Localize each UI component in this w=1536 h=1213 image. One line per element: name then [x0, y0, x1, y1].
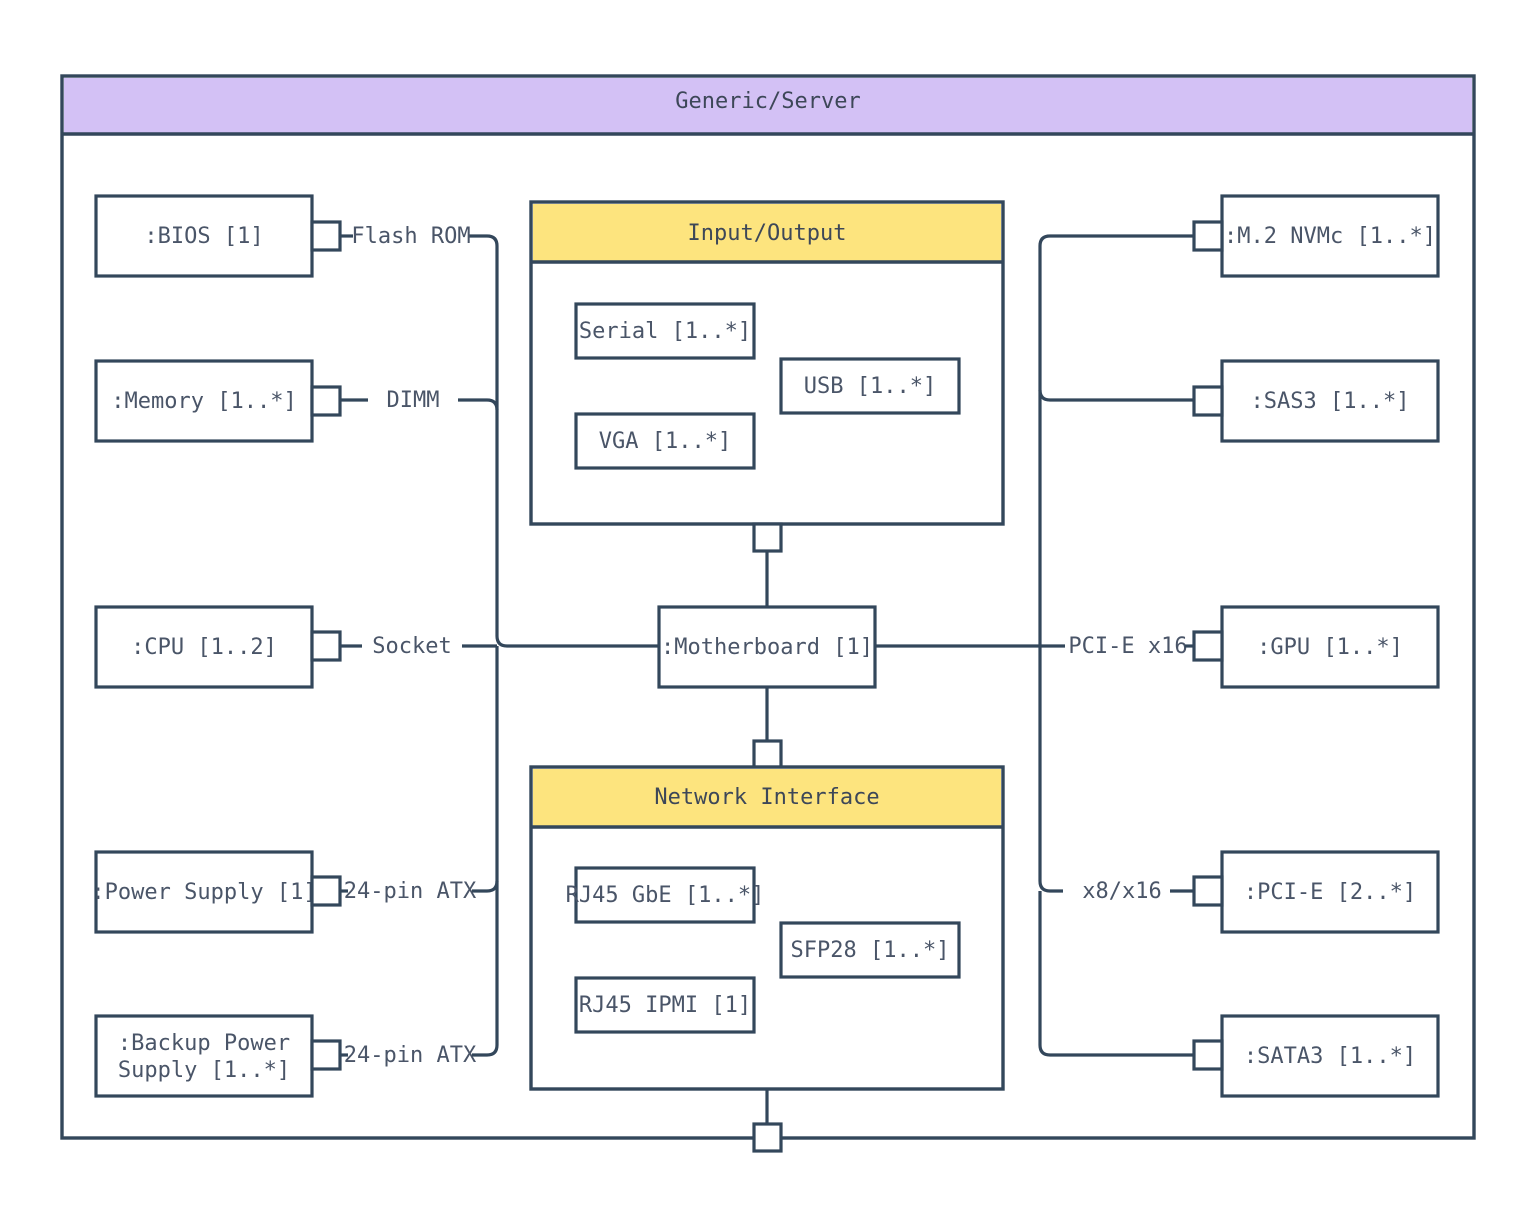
- node-m2-nvmc[interactable]: :M.2 NVMc [1..*]: [1192, 194, 1440, 278]
- node-cpu-label: :CPU [1..2]: [131, 635, 277, 660]
- node-rj45-ipmi-box[interactable]: [574, 976, 756, 1034]
- node-vga[interactable]: VGA [1..*]: [574, 412, 756, 470]
- package-input-output: Input/Output Serial [1..*] USB [1..*] VG…: [529, 200, 1005, 526]
- node-sfp28-box[interactable]: [779, 921, 961, 979]
- node-memory[interactable]: :Memory [1..*]: [94, 359, 368, 443]
- node-backup-power-supply-label-line2: Supply [1..*]: [118, 1058, 290, 1083]
- node-sfp28-label: SFP28 [1..*]: [791, 938, 950, 963]
- node-sas3[interactable]: :SAS3 [1..*]: [1192, 359, 1440, 443]
- package-network-interface-header-fill: [533, 769, 1001, 826]
- package-input-output-header-fill: [533, 204, 1001, 261]
- port-pcie[interactable]: [1192, 875, 1224, 907]
- node-vga-label: VGA [1..*]: [599, 429, 731, 454]
- port-sata3[interactable]: [1192, 1039, 1224, 1071]
- node-rj45-gbe[interactable]: RJ45 GbE [1..*]: [566, 866, 765, 924]
- edge-label-socket: Socket: [372, 634, 451, 659]
- node-sata3[interactable]: :SATA3 [1..*]: [1192, 1014, 1440, 1098]
- port-gpu[interactable]: [1192, 630, 1224, 662]
- link-backup-psu-to-bus: [472, 1044, 499, 1057]
- link-bus-to-pcie: [1038, 646, 1063, 893]
- package-generic-server-title: Generic/Server: [675, 89, 860, 114]
- right-bus: [1038, 234, 1208, 1057]
- link-psu-to-bus: [472, 880, 499, 893]
- node-rj45-gbe-label: RJ45 GbE [1..*]: [566, 883, 765, 908]
- edge-label-atx-psu: 24-pin ATX: [344, 879, 477, 904]
- port-m2-nvmc[interactable]: [1192, 220, 1224, 252]
- node-rj45-gbe-box[interactable]: [574, 866, 756, 924]
- node-sata3-box[interactable]: [1220, 1014, 1440, 1098]
- node-power-supply-box[interactable]: [94, 850, 314, 934]
- package-network-interface: Network Interface RJ45 GbE [1..*] SFP28 …: [529, 765, 1005, 1091]
- port-sas3[interactable]: [1192, 385, 1224, 417]
- link-bus-to-sata3: [1038, 891, 1193, 1057]
- node-power-supply[interactable]: :Power Supply [1]: [91, 850, 348, 934]
- node-cpu-box[interactable]: [94, 605, 314, 689]
- link-bus-to-motherboard: [495, 635, 659, 648]
- node-sas3-box[interactable]: [1220, 359, 1440, 443]
- node-bios-label: :BIOS [1]: [144, 224, 263, 249]
- package-network-interface-title: Network Interface: [654, 785, 879, 810]
- left-bus: [458, 234, 659, 1057]
- node-memory-box[interactable]: [94, 359, 314, 443]
- node-rj45-ipmi[interactable]: RJ45 IPMI [1]: [574, 976, 756, 1034]
- node-m2-nvmc-box[interactable]: [1220, 194, 1440, 278]
- node-backup-power-supply[interactable]: :Backup Power Supply [1..*]: [94, 1014, 348, 1098]
- node-gpu-label: :GPU [1..*]: [1257, 635, 1403, 660]
- node-pcie[interactable]: :PCI-E [2..*]: [1192, 850, 1440, 934]
- node-pcie-box[interactable]: [1220, 850, 1440, 934]
- node-serial[interactable]: Serial [1..*]: [574, 302, 756, 360]
- node-rj45-ipmi-label: RJ45 IPMI [1]: [579, 993, 751, 1018]
- node-sas3-label: :SAS3 [1..*]: [1251, 389, 1410, 414]
- node-gpu[interactable]: :GPU [1..*]: [1192, 605, 1440, 689]
- node-serial-label: Serial [1..*]: [579, 319, 751, 344]
- node-motherboard[interactable]: :Motherboard [1]: [657, 605, 877, 689]
- node-sata3-label: :SATA3 [1..*]: [1244, 1044, 1416, 1069]
- node-m2-nvmc-label: :M.2 NVMc [1..*]: [1224, 224, 1436, 249]
- node-motherboard-label: :Motherboard [1]: [661, 635, 873, 660]
- port-memory[interactable]: [310, 385, 342, 417]
- node-memory-label: :Memory [1..*]: [111, 389, 296, 414]
- node-bios[interactable]: :BIOS [1]: [94, 194, 353, 278]
- node-pcie-label: :PCI-E [2..*]: [1244, 880, 1416, 905]
- port-io-bottom[interactable]: [752, 522, 783, 553]
- port-network-top[interactable]: [752, 739, 783, 770]
- edge-label-flash-rom: Flash ROM: [351, 224, 470, 249]
- port-bios[interactable]: [310, 220, 342, 252]
- node-sfp28[interactable]: SFP28 [1..*]: [779, 921, 961, 979]
- edge-label-dimm: DIMM: [387, 388, 440, 413]
- package-input-output-title: Input/Output: [688, 221, 847, 246]
- edge-label-pcie-x16: PCI-E x16: [1068, 634, 1187, 659]
- node-vga-box[interactable]: [574, 412, 756, 470]
- node-serial-box[interactable]: [574, 302, 756, 360]
- link-bus-to-m2nvmc: [1038, 234, 1208, 646]
- edge-label-x8-x16: x8/x16: [1082, 879, 1161, 904]
- node-power-supply-label: :Power Supply [1]: [91, 880, 316, 905]
- node-backup-power-supply-box[interactable]: [94, 1014, 314, 1098]
- node-usb[interactable]: USB [1..*]: [779, 357, 961, 415]
- port-server-boundary-bottom[interactable]: [752, 1122, 783, 1153]
- node-cpu[interactable]: :CPU [1..2]: [94, 605, 362, 689]
- port-cpu[interactable]: [310, 630, 342, 662]
- edge-label-atx-backup: 24-pin ATX: [344, 1043, 477, 1068]
- node-backup-power-supply-label-line1: :Backup Power: [118, 1031, 290, 1056]
- link-bios-to-bus: [468, 234, 499, 636]
- link-bus-to-sas3: [1038, 389, 1208, 402]
- node-usb-label: USB [1..*]: [804, 374, 936, 399]
- port-power-supply[interactable]: [310, 875, 342, 907]
- link-memory-to-bus: [458, 398, 499, 411]
- package-generic-server-header-fill: [64, 78, 1472, 133]
- node-motherboard-box[interactable]: [657, 605, 877, 689]
- port-backup-power-supply[interactable]: [310, 1039, 342, 1071]
- node-usb-box[interactable]: [779, 357, 961, 415]
